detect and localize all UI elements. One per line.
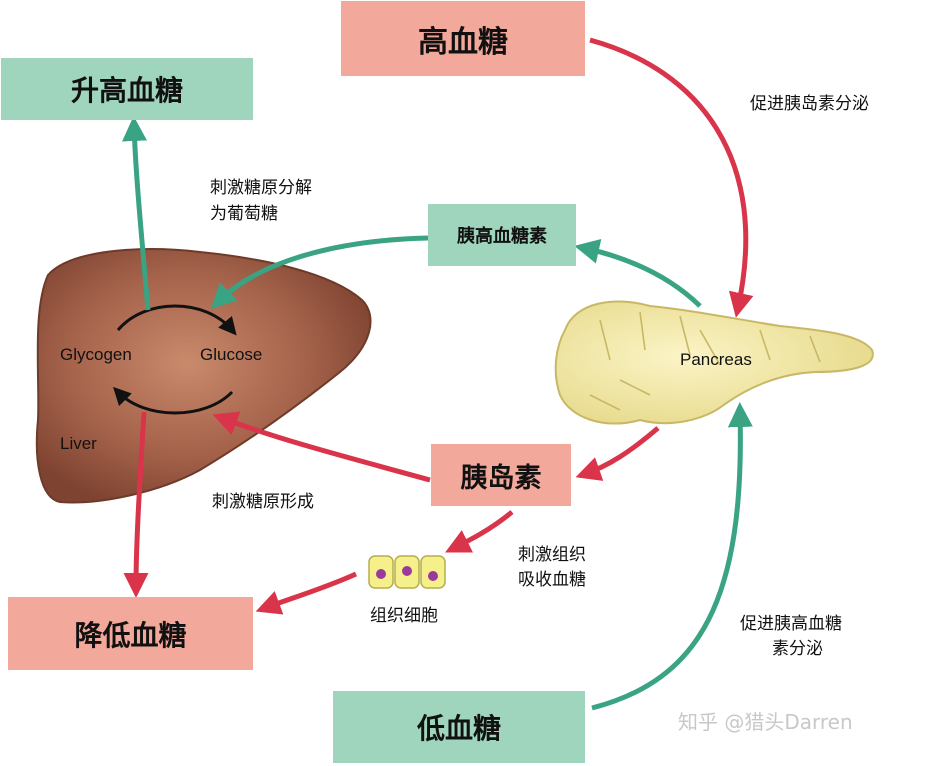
tissue-uptake-label-line1: 刺激组织 [518,545,586,565]
promote-insulin-label: 促进胰岛素分泌 [750,94,869,114]
arrow-pancreas-to-glucagon [574,239,702,308]
tissue-cells-graphic [368,555,446,589]
glycogenolysis-label-line1: 刺激糖原分解 [210,178,312,198]
liver-label: Liver [60,434,97,453]
glucose-to-glycogen-arc [112,386,234,415]
watermark: 知乎 @猎头Darren [678,710,853,734]
tissue-uptake-label-line2: 吸收血糖 [518,570,586,590]
pancreas-shape [554,300,874,425]
promote-glucagon-label-line1: 促进胰高血糖 [740,614,842,634]
glycogen-label: Glycogen [60,345,132,364]
arrow-liver-to-lower-glucose [123,411,149,598]
arrow-glucagon-to-liver [210,235,429,310]
tissue-cells-label: 组织细胞 [370,606,438,626]
arrow-insulin-to-liver [212,411,431,483]
arrow-insulin-to-tissue-cells [445,510,514,553]
arrow-liver-to-raise-glucose [122,116,151,311]
lower-glucose-box: 降低血糖 [8,597,253,670]
glucose-label: Glucose [200,345,263,364]
insulin-box: 胰岛素 [431,444,571,506]
low-glucose-box: 低血糖 [333,691,585,763]
arrow-low-glucose-to-pancreas [591,402,753,711]
pancreas-lobule-lines [589,311,821,411]
glycogen-to-glucose-arc [116,304,237,336]
promote-glucagon-label-line2: 素分泌 [772,639,823,659]
liver-shape [35,248,372,504]
raise-glucose-box: 升高血糖 [1,58,253,120]
pancreas-label: Pancreas [680,350,752,369]
arrow-high-glucose-to-pancreas [589,37,754,318]
glycogenolysis-label-line2: 为葡萄糖 [210,204,278,224]
arrow-cells-to-lower-glucose [255,571,358,615]
arrow-pancreas-to-insulin [575,426,660,481]
glucagon-box: 胰高血糖素 [428,204,576,266]
high-glucose-box: 高血糖 [341,1,585,76]
glycogenesis-label: 刺激糖原形成 [212,492,314,512]
